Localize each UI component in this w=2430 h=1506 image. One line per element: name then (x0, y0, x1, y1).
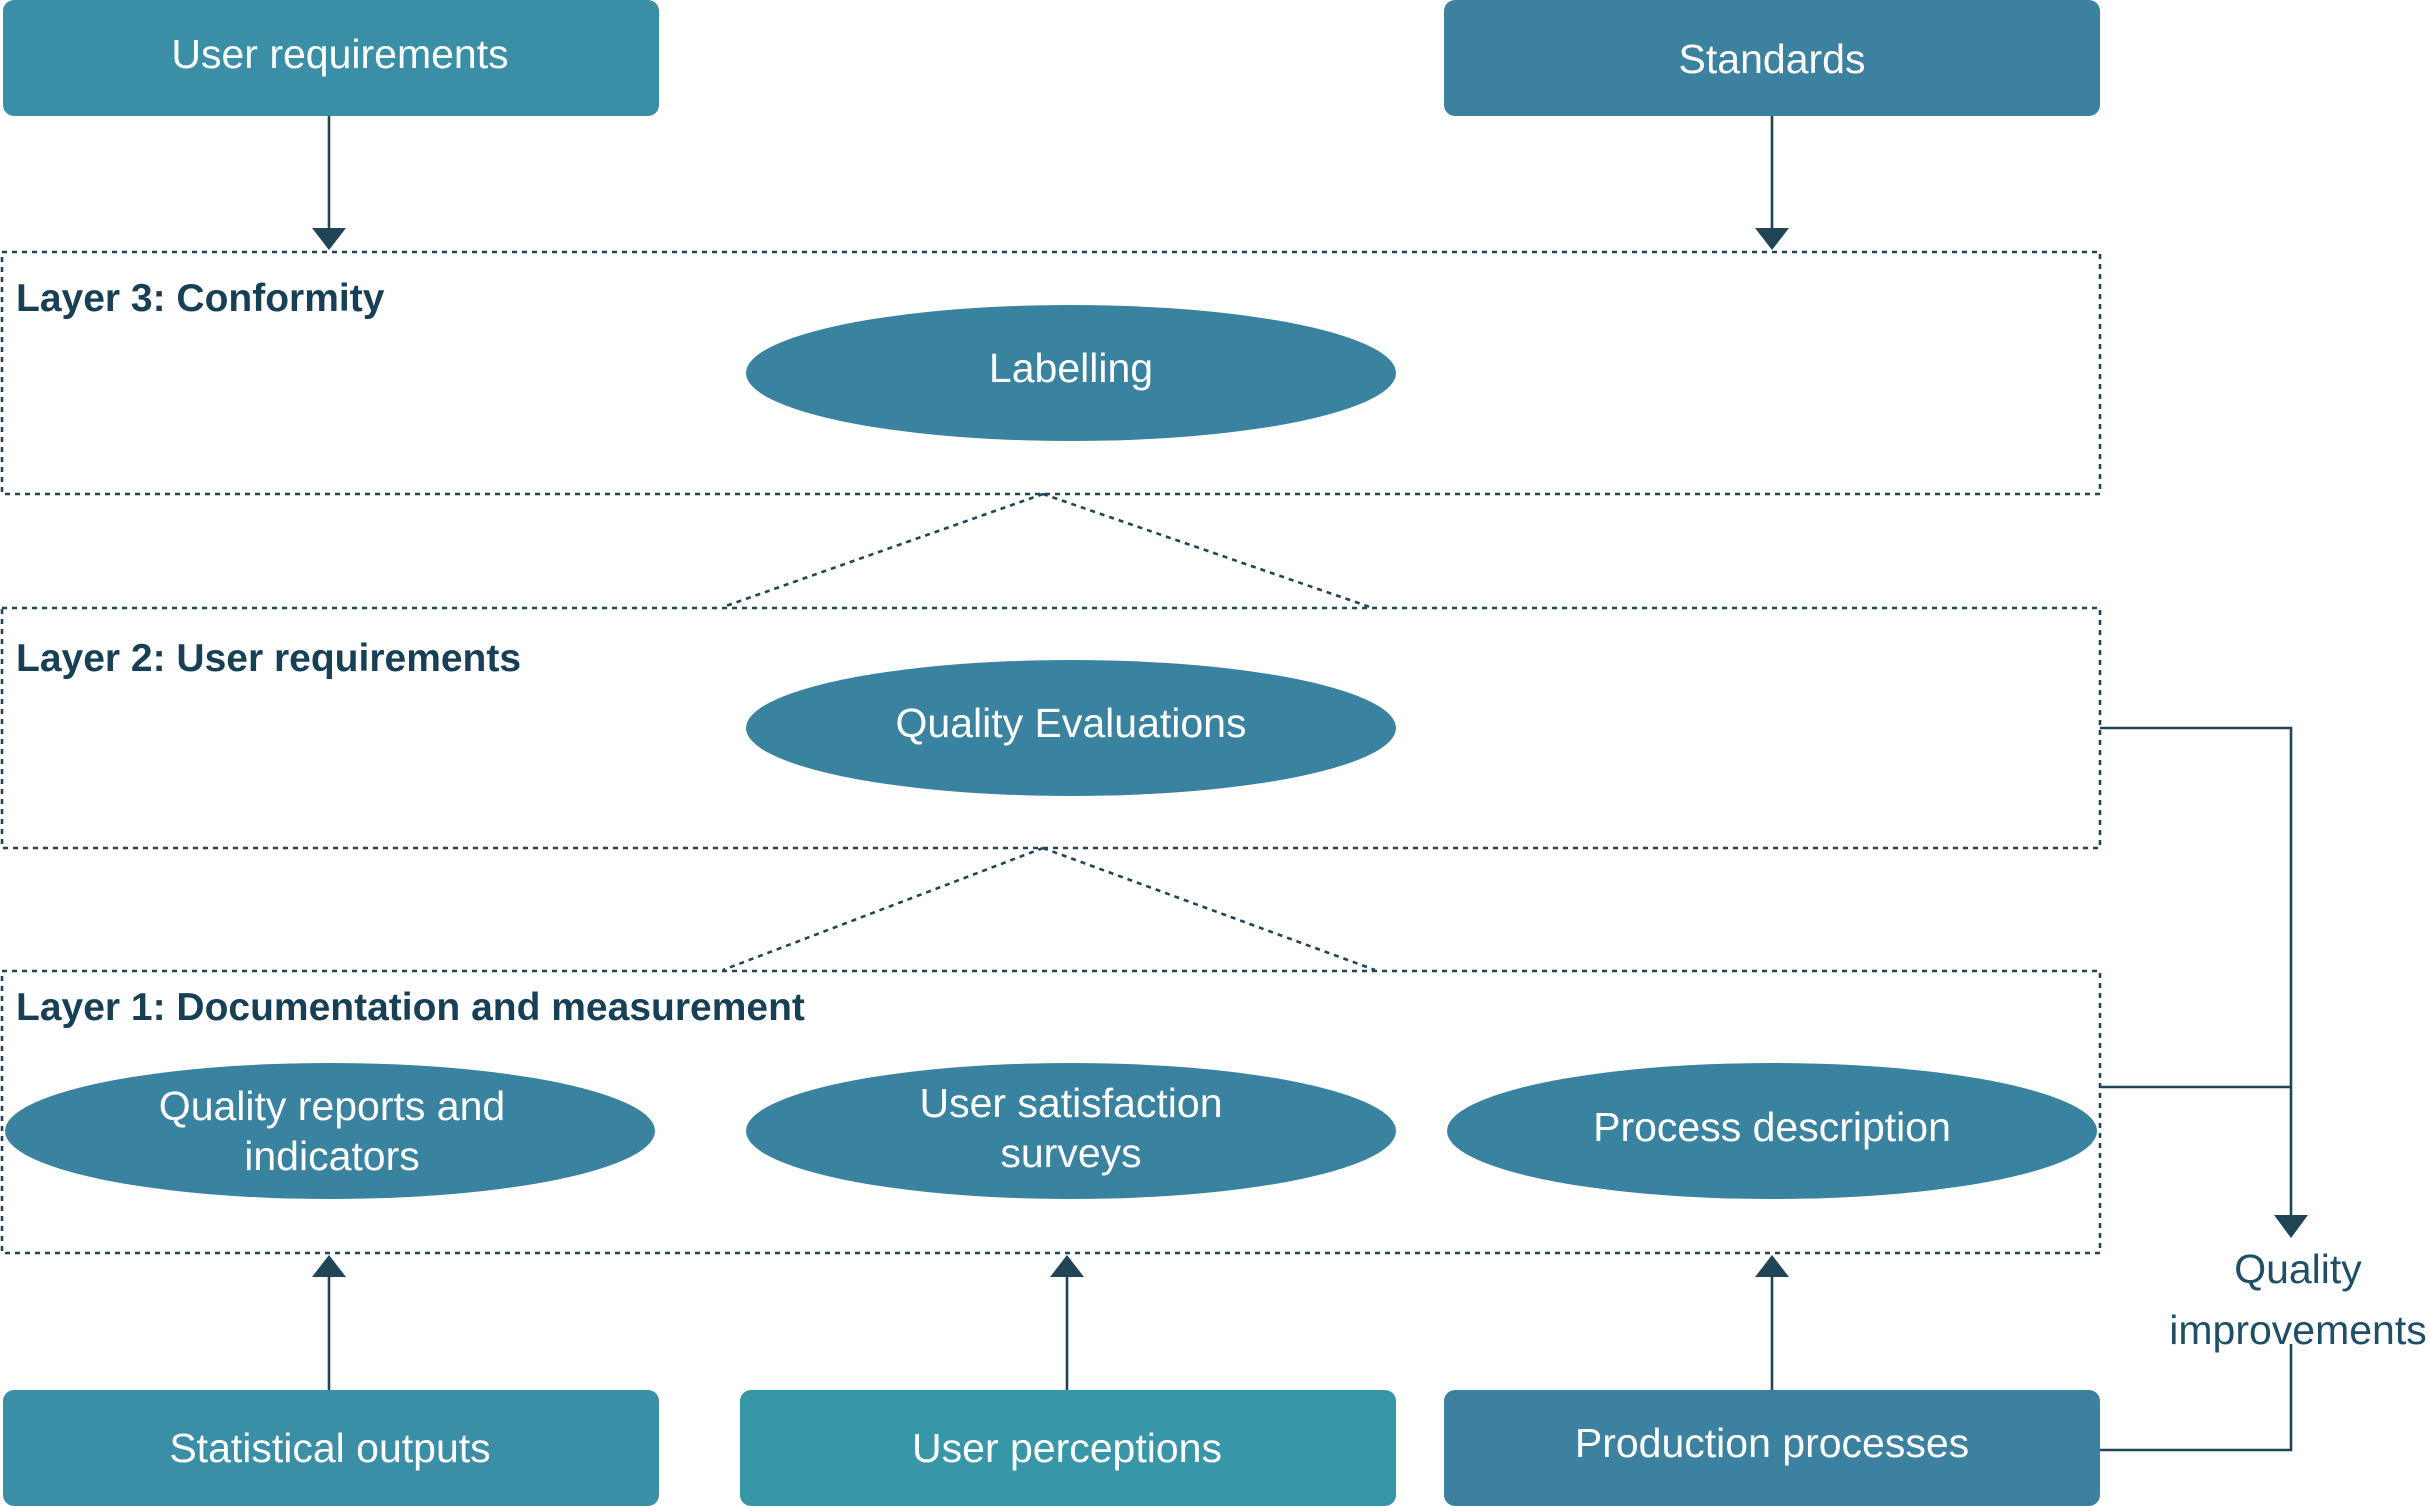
production-processes-box: Production processes (1444, 1390, 2100, 1506)
user-requirements-label: User requirements (171, 31, 508, 77)
user-satisfaction-ellipse: User satisfaction surveys (746, 1063, 1396, 1199)
standards-box: Standards (1444, 0, 2100, 116)
quality-improvements-line2: improvements (2169, 1307, 2426, 1353)
statistical-outputs-box: Statistical outputs (3, 1390, 659, 1506)
production-processes-label: Production processes (1575, 1420, 1969, 1466)
layer1-frame: Layer 1: Documentation and measurement Q… (0, 969, 2102, 1255)
layer2-title: Layer 2: User requirements (16, 637, 521, 680)
quality-reports-ellipse: Quality reports and indicators (5, 1063, 655, 1199)
user-perceptions-label: User perceptions (912, 1425, 1222, 1471)
quality-reports-label-line2: indicators (244, 1133, 419, 1179)
arrow-production-processes-to-layer1 (1755, 1255, 1789, 1390)
user-satisfaction-label-line1: User satisfaction (919, 1080, 1222, 1126)
layer2-frame: Layer 2: User requirements Quality Evalu… (0, 606, 2102, 850)
process-description-ellipse: Process description (1447, 1063, 2097, 1199)
statistical-outputs-label: Statistical outputs (169, 1425, 490, 1471)
layer3-title: Layer 3: Conformity (16, 277, 385, 320)
process-description-label: Process description (1593, 1104, 1951, 1150)
quality-improvements-line1: Quality (2234, 1246, 2362, 1292)
labelling-label: Labelling (989, 345, 1153, 391)
standards-label: Standards (1679, 36, 1866, 82)
quality-reports-label-line1: Quality reports and (159, 1083, 505, 1129)
connector-layer2-layer1 (722, 846, 1376, 972)
layer3-frame: Layer 3: Conformity Labelling (0, 250, 2102, 496)
arrow-standards-to-layer3 (1755, 116, 1789, 250)
user-perceptions-box: User perceptions (740, 1390, 1396, 1506)
feedback-connector (2100, 726, 2308, 1452)
arrow-statistical-outputs-to-layer1 (312, 1255, 346, 1390)
quality-improvements-label: Quality improvements (2169, 1246, 2426, 1353)
connector-layer3-layer2 (722, 492, 1371, 609)
quality-evaluations-label: Quality Evaluations (896, 700, 1247, 746)
labelling-ellipse: Labelling (746, 305, 1396, 441)
arrow-user-requirements-to-layer3 (312, 116, 346, 250)
layer1-title: Layer 1: Documentation and measurement (16, 986, 805, 1029)
quality-evaluations-ellipse: Quality Evaluations (746, 660, 1396, 796)
user-satisfaction-label-line2: surveys (1000, 1130, 1141, 1176)
user-requirements-box: User requirements (3, 0, 659, 116)
arrow-user-perceptions-to-layer1 (1050, 1255, 1084, 1390)
